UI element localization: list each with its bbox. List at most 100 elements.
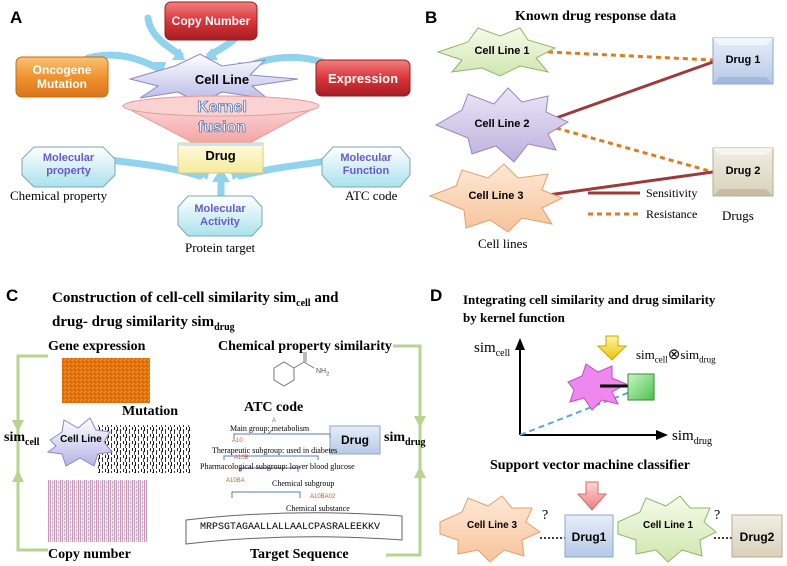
sequence-box xyxy=(185,512,403,545)
panel-d-title-line2: by kernel function xyxy=(463,310,565,325)
atc-a10ba: A10BA xyxy=(226,478,245,484)
panel-c-graphics xyxy=(12,344,426,557)
atc-a10: A10 xyxy=(232,438,243,444)
axis-sim-drug-sub: drug xyxy=(693,436,713,447)
atc-a: A xyxy=(272,418,277,424)
cell-line-3-star-d xyxy=(439,495,542,563)
sim-drug-sub: drug xyxy=(405,436,426,448)
atc-chemical-sub: Chemical subgroup xyxy=(272,479,335,488)
cell-line-2-star xyxy=(434,87,570,163)
drugs-axis-label: Drugs xyxy=(722,208,754,223)
copy-number-label-c: Copy number xyxy=(48,547,131,562)
panel-d-title: Integrating cell similarity and drug sim… xyxy=(463,291,715,327)
panel-c-title-sub1: cell xyxy=(296,298,311,309)
atc-a10ba02: A10BA02 xyxy=(310,494,336,500)
copy-number-box xyxy=(164,1,258,41)
cell-line-3-label-d: Cell Line 3 xyxy=(466,520,517,531)
sim-drug-text: sim xyxy=(384,430,405,445)
question-mark-2: ? xyxy=(714,508,721,523)
atc-pharma: Pharmacological subgroup: lower blood gl… xyxy=(200,462,355,471)
drug2-box-d xyxy=(731,514,783,558)
drug-label-a: Drug xyxy=(205,148,236,163)
cell-line-1-label-d: Cell Line 1 xyxy=(642,520,693,531)
panel-c-title-sub2: drug xyxy=(214,322,235,333)
expression-box xyxy=(315,59,411,97)
panel-c-letter: C xyxy=(6,286,19,305)
nh2-label: NH2 xyxy=(316,368,329,377)
panel-b-letter: B xyxy=(425,8,438,27)
mutation-label: Mutation xyxy=(122,404,178,419)
cell-lines-axis-label: Cell lines xyxy=(478,236,528,251)
cell-line-3-label: Cell Line 3 xyxy=(468,190,524,202)
right-bracket xyxy=(386,344,422,557)
expression-label: Expression xyxy=(327,70,399,86)
axis-sim-cell-sub: cell xyxy=(495,348,511,359)
target-sequence-label: Target Sequence xyxy=(250,547,349,562)
sensitivity-line-cl2-d1 xyxy=(555,60,714,120)
panel-c-title-mid: and xyxy=(310,290,339,306)
panel-c-title-line2: drug- drug similarity sim xyxy=(52,314,215,330)
chemical-property-label: Chemical property xyxy=(10,188,108,203)
panel-a-letter: A xyxy=(10,8,23,27)
cell-line-star-a xyxy=(128,53,299,105)
sensitivity-line-cl3-d2 xyxy=(547,170,714,197)
resistance-line-cl2-d2 xyxy=(555,126,714,174)
left-bracket xyxy=(16,354,48,552)
cell-line-label-c: Cell Line xyxy=(60,434,102,445)
panel-d-graphics xyxy=(439,335,783,563)
panel-d-title-line1: Integrating cell similarity and drug sim… xyxy=(463,292,716,307)
atc-code-label-a: ATC code xyxy=(345,188,398,203)
atc-therapeutic: Therapeutic subgroup: used in diabetes xyxy=(212,446,338,455)
mutation-raster xyxy=(98,425,190,473)
cell-line-1-star xyxy=(436,27,557,77)
protein-target-label: Protein target xyxy=(185,240,256,255)
cell-line-1-label: Cell Line 1 xyxy=(474,45,530,57)
chemical-structure xyxy=(273,352,315,387)
sim-cell-text: sim xyxy=(4,430,25,445)
chemical-property-similarity-label: Chemical property similarity xyxy=(218,339,392,354)
molecular-activity-badge xyxy=(177,195,263,237)
molecular-property-badge xyxy=(21,146,116,188)
drug-box-c xyxy=(329,425,381,455)
atc-main: Main group: metabolism xyxy=(230,424,310,433)
target-sequence-text: MRPSGTAGAALLALLAALCPASRALEEKKV xyxy=(200,522,381,533)
cell-line-label-a: Cell Line xyxy=(194,72,250,87)
legend-resistance-label: Resistance xyxy=(646,207,698,221)
axis-sim-drug-text: sim xyxy=(672,428,694,444)
sim-drug-label: simdrug xyxy=(384,430,426,448)
arrow-oncogene xyxy=(84,51,162,72)
nh2-text: NH xyxy=(316,368,327,375)
nh2-sub: 2 xyxy=(326,371,330,378)
question-mark-1: ? xyxy=(542,508,549,523)
drug-box-a xyxy=(177,142,264,174)
axis-sim-cell: simcell xyxy=(474,340,510,359)
panel-b-title: Known drug response data xyxy=(515,9,677,24)
legend-sensitivity-label: Sensitivity xyxy=(646,186,698,200)
cell-line-star-c xyxy=(46,417,113,467)
drug-label-c: Drug xyxy=(341,433,369,447)
kp-sim2: sim xyxy=(680,347,700,362)
drug-2-label: Drug 2 xyxy=(725,165,761,177)
copy-number-label: Copy Number xyxy=(171,14,251,28)
molecular-function-label: Molecular Function xyxy=(340,152,392,177)
oncogene-mutation-label: Oncogene Mutation xyxy=(32,63,92,91)
panel-c-title: Construction of cell-cell similarity sim… xyxy=(52,289,339,337)
sim-cell-label: simcell xyxy=(4,430,39,448)
copy-number-heatmap xyxy=(48,480,148,542)
gene-expression-label: Gene expression xyxy=(48,339,146,354)
arrow-copy-left xyxy=(144,14,184,59)
svm-label: Support vector machine classifier xyxy=(490,458,690,473)
kernel-fusion-label: Kernel fusion xyxy=(197,99,247,137)
molecular-activity-label: Molecular Activity xyxy=(194,203,246,228)
cell-line-1-star-d xyxy=(617,495,717,563)
axis-sim-cell-text: sim xyxy=(474,340,496,356)
atc-chemical-substance: Chemical substance xyxy=(286,504,350,513)
kp-sim1: sim xyxy=(636,347,655,362)
panel-c-title-line1: Construction of cell-cell similarity sim xyxy=(52,290,297,306)
atc-tree xyxy=(223,429,331,498)
molecular-function-badge xyxy=(321,146,411,188)
oncogene-mutation-box xyxy=(15,56,109,98)
atc-a10b: A10B xyxy=(234,455,249,461)
drug-square-d xyxy=(627,373,655,401)
otimes-symbol: ⊗ xyxy=(667,347,681,363)
